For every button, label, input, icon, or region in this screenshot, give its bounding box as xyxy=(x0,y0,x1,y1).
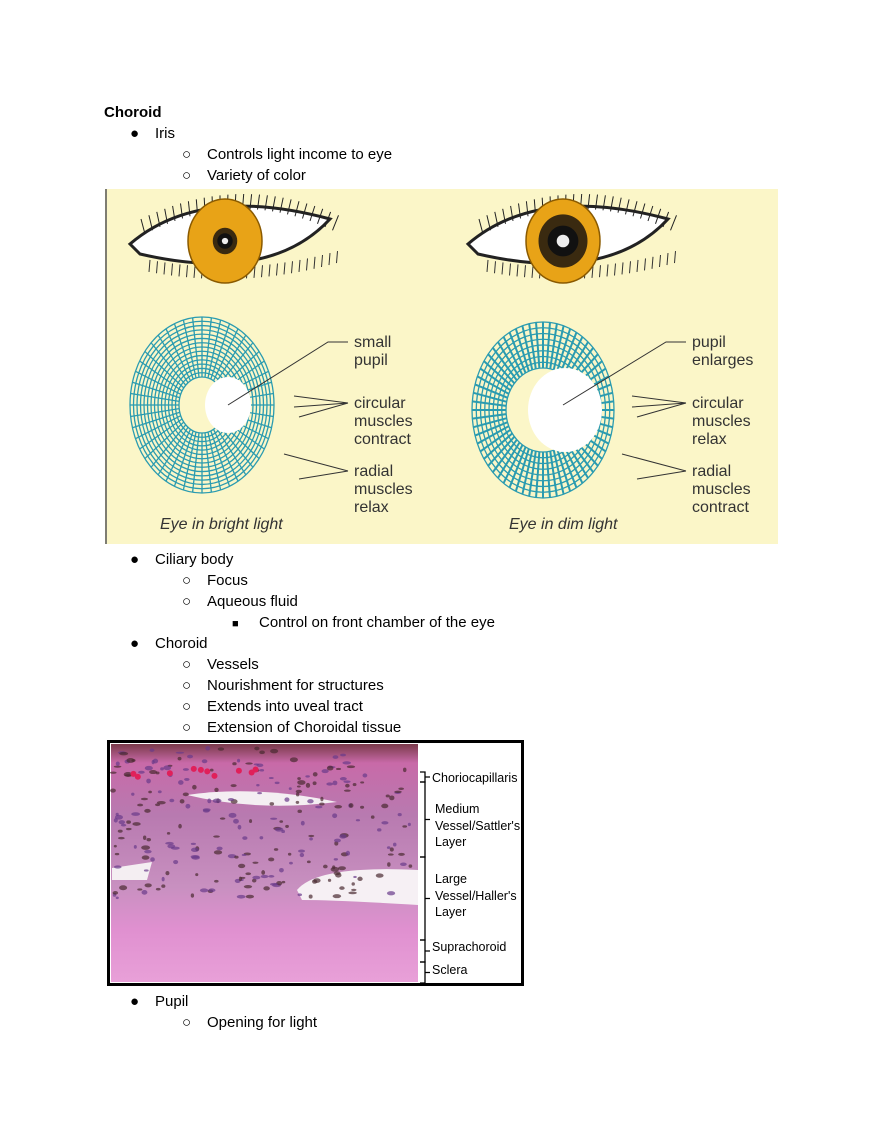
bullet-marker: ● xyxy=(130,551,140,568)
layer-label: Choriocapillaris xyxy=(432,771,517,785)
list-item: Vessels xyxy=(207,656,259,673)
label-left: relax xyxy=(354,499,389,516)
list-item: Extension of Choroidal tissue xyxy=(207,719,402,736)
label-left: muscles xyxy=(354,481,413,498)
bullet-marker: ○ xyxy=(182,593,192,610)
layer-label: Layer xyxy=(435,905,466,919)
choroid-histology-figure: ChoriocapillarisMediumVessel/Sattler'sLa… xyxy=(107,740,524,986)
bullet-marker: ○ xyxy=(182,1014,192,1031)
eye-right-illustration xyxy=(465,193,677,284)
list-item: Ciliary body xyxy=(155,551,234,568)
list-item: Choroid xyxy=(155,635,208,652)
list-item: Aqueous fluid xyxy=(207,593,298,610)
label-right: pupil xyxy=(692,334,726,351)
label-left: muscles xyxy=(354,413,413,430)
bullet-marker: ○ xyxy=(182,167,192,184)
list-item: Extends into uveal tract xyxy=(207,698,363,715)
layer-label: Suprachoroid xyxy=(432,940,506,954)
layer-label: Sclera xyxy=(432,963,467,977)
bullet-marker: ○ xyxy=(182,656,192,673)
bullet-marker: ● xyxy=(130,993,140,1010)
label-right: relax xyxy=(692,431,727,448)
label-right: radial xyxy=(692,463,731,480)
layer-label: Layer xyxy=(435,835,466,849)
layer-label: Medium xyxy=(435,802,479,816)
label-left: pupil xyxy=(354,352,388,369)
label-left: small xyxy=(354,334,391,351)
bullet-marker: ○ xyxy=(182,572,192,589)
label-right: enlarges xyxy=(692,352,753,369)
list-item: Iris xyxy=(155,125,175,142)
list-item: Opening for light xyxy=(207,1014,318,1031)
caption-dim: Eye in dim light xyxy=(509,516,618,533)
bullet-marker: ■ xyxy=(232,618,239,630)
bullet-marker: ● xyxy=(130,635,140,652)
layer-label: Vessel/Sattler's xyxy=(435,819,520,833)
layer-label: Large xyxy=(435,872,467,886)
list-item: Pupil xyxy=(155,993,189,1010)
histology-image xyxy=(111,744,418,982)
bullet-marker: ○ xyxy=(182,677,192,694)
layer-label: Vessel/Haller's xyxy=(435,889,517,903)
label-right: muscles xyxy=(692,481,751,498)
list-item: Controls light income to eye xyxy=(207,146,393,163)
bullet-marker: ● xyxy=(130,125,140,142)
list-item: Control on front chamber of the eye xyxy=(259,614,495,631)
bullet-marker: ○ xyxy=(182,698,192,715)
iris-muscles-figure: smallpupilcircularmusclescontractradialm… xyxy=(105,189,778,544)
bullet-marker: ○ xyxy=(182,719,192,736)
caption-bright: Eye in bright light xyxy=(160,516,283,533)
label-right: circular xyxy=(692,395,744,412)
list-item: Nourishment for structures xyxy=(207,677,384,694)
eye-left-illustration xyxy=(127,193,339,284)
label-left: radial xyxy=(354,463,393,480)
section-heading: Choroid xyxy=(104,104,162,121)
label-left: circular xyxy=(354,395,406,412)
label-right: contract xyxy=(692,499,749,516)
label-left: contract xyxy=(354,431,411,448)
list-item: Variety of color xyxy=(207,167,306,184)
label-right: muscles xyxy=(692,413,751,430)
list-item: Focus xyxy=(207,572,248,589)
bullet-marker: ○ xyxy=(182,146,192,163)
